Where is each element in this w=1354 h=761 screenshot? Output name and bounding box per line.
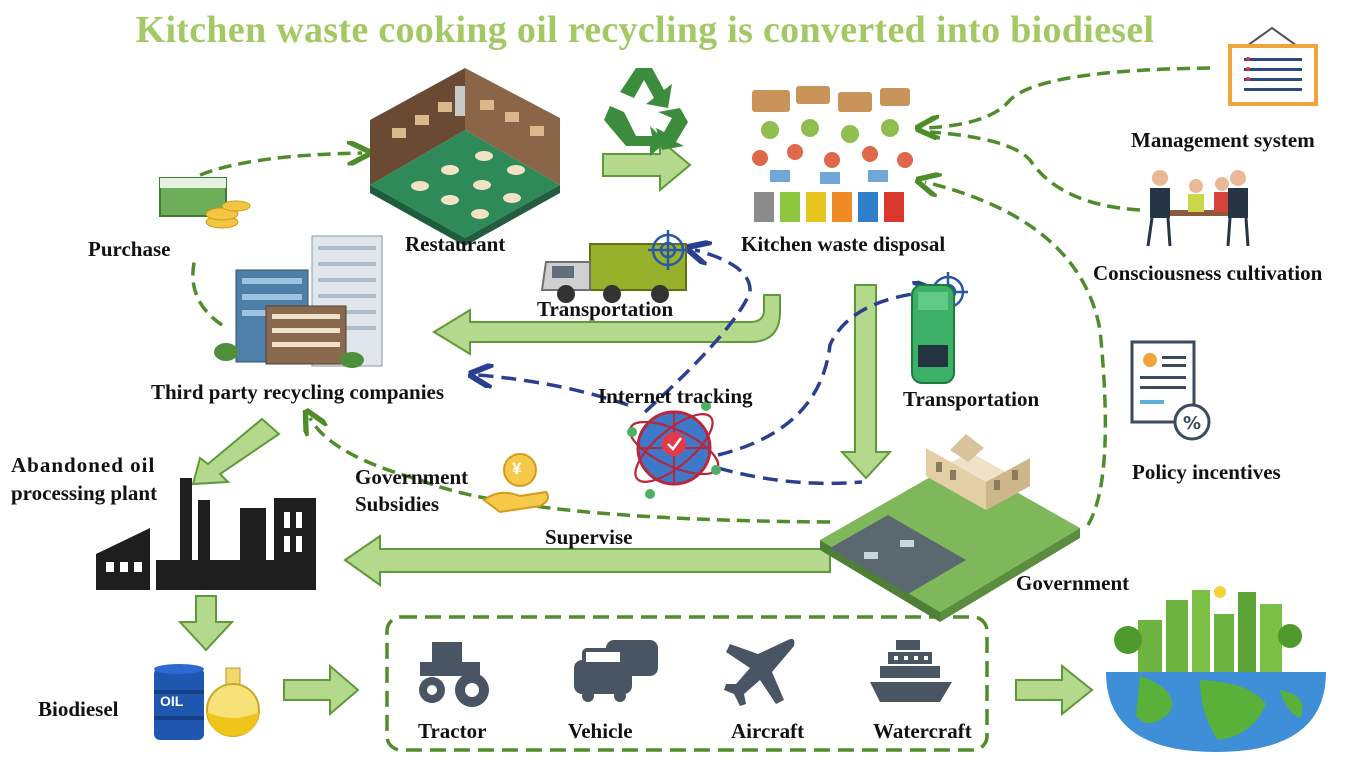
dashed-purchase-to-restaurant: [199, 153, 362, 177]
label-kitchen-waste-disposal: Kitchen waste disposal: [741, 232, 946, 256]
dashed-tracking-to-truck: [643, 250, 752, 414]
label-watercraft: Watercraft: [873, 719, 972, 743]
dashed-consciousness-to-disposal: [929, 130, 1141, 212]
label-government: Government: [1016, 571, 1130, 595]
label-transportation-car: Transportation: [903, 387, 1040, 411]
label-restaurant: Restaurant: [405, 232, 506, 256]
processing-plant-icon: [96, 478, 316, 590]
label-government-subsidies-line1: Government: [355, 465, 469, 489]
label-internet-tracking: Internet tracking: [598, 384, 753, 408]
arrow-recycler-to-plant: [191, 417, 281, 486]
label-tractor: Tractor: [418, 719, 487, 743]
dashed-government-to-disposal: [925, 182, 1108, 526]
government-building-icon: [820, 434, 1080, 622]
money-icon: [159, 177, 251, 229]
green-car-icon: [911, 284, 955, 384]
label-biodiesel: Biodiesel: [38, 697, 119, 721]
label-abandoned-oil-line2: processing plant: [11, 481, 158, 505]
arrow-plant-to-biodiesel: [177, 595, 235, 652]
vehicle-icon: [574, 640, 658, 702]
arrow-restaurant-to-disposal: [602, 137, 692, 193]
internet-tracking-globe-icon: [627, 401, 721, 499]
label-transportation-truck: Transportation: [537, 297, 674, 321]
label-vehicle: Vehicle: [568, 719, 633, 743]
arrow-disposal-to-government: [839, 284, 893, 480]
tractor-icon: [419, 642, 489, 707]
watercraft-icon: [870, 640, 952, 702]
management-board-icon: [1228, 26, 1318, 106]
label-policy-incentives: Policy incentives: [1132, 460, 1281, 484]
yen-symbol: ¥: [512, 459, 522, 478]
label-management-system: Management system: [1131, 128, 1315, 152]
kitchen-waste-icon: [752, 86, 913, 222]
aircraft-icon: [724, 638, 795, 706]
oil-barrel-label: OIL: [160, 693, 184, 709]
arrow-biodiesel-to-uses: [283, 663, 360, 717]
subsidies-hand-icon: [482, 453, 549, 514]
arrow-government-supervise: [343, 534, 831, 587]
label-supervise: Supervise: [545, 525, 633, 549]
recycle-icon: [604, 68, 688, 156]
dashed-subsidies-to-recycler: [310, 418, 831, 524]
garbage-truck-icon: [540, 243, 687, 303]
dashed-management-to-disposal: [925, 66, 1211, 128]
recycling-company-buildings-icon: [214, 235, 383, 368]
meeting-people-icon: [1146, 170, 1250, 247]
page-title: Kitchen waste cooking oil recycling is c…: [135, 9, 1155, 51]
arrow-uses-to-earth: [1015, 663, 1094, 717]
arrow-disposal-to-recycler: [432, 294, 781, 356]
dashed-tracking-to-government: [717, 466, 863, 486]
restaurant-icon: [370, 68, 560, 246]
label-abandoned-oil-line1: Abandoned oil: [11, 453, 156, 477]
label-aircraft: Aircraft: [731, 719, 805, 743]
green-city-earth-icon: [1106, 586, 1326, 752]
label-third-party-recycling-companies: Third party recycling companies: [151, 380, 445, 404]
oil-flask-icon: [206, 667, 260, 737]
oil-barrel-icon: [154, 664, 204, 740]
dashed-recycler-to-purchase: [191, 257, 223, 327]
label-purchase: Purchase: [88, 237, 171, 261]
label-consciousness-cultivation: Consciousness cultivation: [1093, 261, 1323, 285]
label-government-subsidies-line2: Subsidies: [355, 492, 440, 516]
dashed-tracking-to-car: [717, 292, 928, 457]
target-icon-truck: [648, 230, 688, 270]
dashed-tracking-to-recycler: [478, 375, 629, 407]
policy-document-icon: %: [1130, 340, 1211, 441]
svg-text:%: %: [1183, 413, 1201, 434]
